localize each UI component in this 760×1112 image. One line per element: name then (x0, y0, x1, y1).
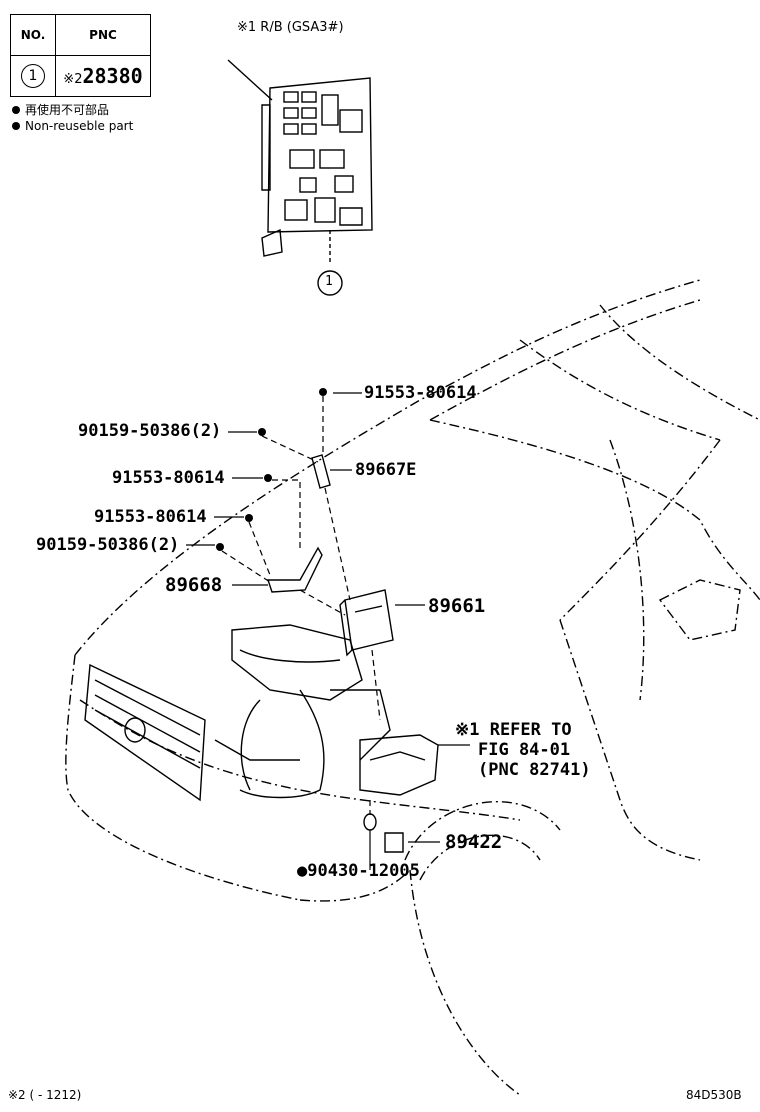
table-header-no: NO. (10, 14, 56, 56)
inset-callout: 1 (325, 274, 333, 289)
ecu-89661 (339, 589, 394, 657)
label-refer-2: FIG 84-01 (478, 740, 571, 760)
bolts (216, 388, 327, 551)
bracket-89667E (311, 454, 331, 489)
figure-code: 84D530B (686, 1088, 742, 1102)
table-cell-pnc: ※228380 (55, 55, 151, 97)
bracket-89668 (267, 546, 323, 593)
label-90159-a: 90159-50386(2) (78, 421, 222, 441)
label-91553-top: 91553-80614 (364, 383, 477, 403)
front-wheel (404, 800, 561, 881)
label-89661: 89661 (428, 595, 486, 617)
label-90159-b: 90159-50386(2) (36, 535, 180, 555)
label-91553-low: 91553-80614 (94, 507, 207, 527)
footer-note: ※2 ( - 1212) (8, 1088, 82, 1102)
table-cell-no: 1 (10, 55, 56, 97)
bullet-icon (12, 122, 20, 130)
relay-block-drawing (227, 59, 373, 296)
table-header-pnc: PNC (55, 14, 151, 56)
pnc-prefix: ※2 (63, 72, 83, 87)
pnc-value: 28380 (82, 64, 143, 88)
engine-assembly (214, 624, 439, 799)
guide-lines (221, 396, 381, 815)
bullet-icon (12, 106, 20, 114)
label-refer-1: ※1 REFER TO (455, 720, 572, 740)
pnc-table: NO. PNC 1 ※228380 (10, 14, 151, 97)
label-89667E: 89667E (355, 460, 417, 480)
inset-title: ※1 R/B (GSA3#) (237, 20, 344, 35)
label-refer-3: (PNC 82741) (478, 760, 591, 780)
leader-lines (186, 392, 470, 870)
label-90430: ●90430-12005 (297, 861, 420, 881)
callout-number: 1 (21, 64, 45, 88)
legend-en: Non-reuseble part (12, 119, 133, 133)
vehicle-body (65, 279, 760, 1096)
label-91553-mid: 91553-80614 (112, 468, 225, 488)
legend-jp: 再使用不可部品 (12, 101, 109, 118)
label-89668: 89668 (165, 574, 223, 596)
label-89422: 89422 (445, 831, 503, 853)
front-grille (84, 663, 206, 802)
